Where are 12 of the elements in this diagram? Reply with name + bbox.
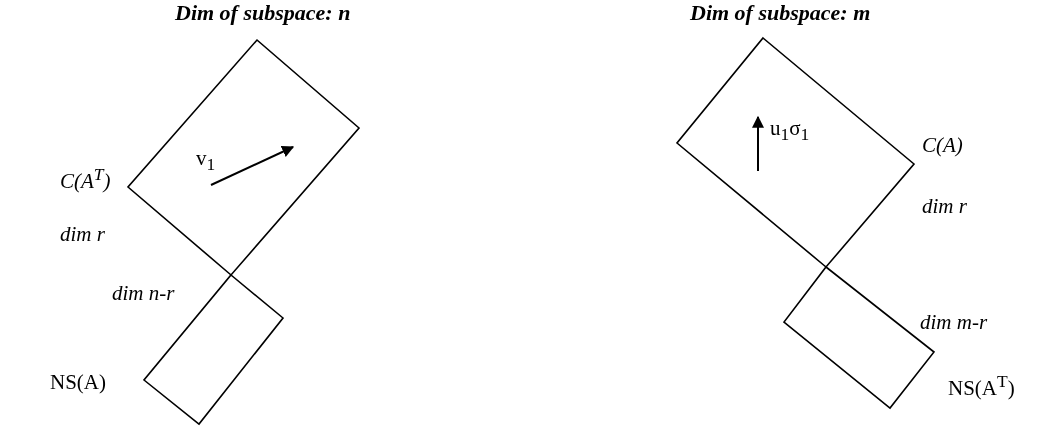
dimension-label: dim n-r: [112, 283, 175, 304]
subspace-label: NS(A$^{T}$): [948, 373, 1015, 399]
subspace-heading: Dim of subspace: m: [690, 2, 871, 24]
dimension-label: dim r: [922, 196, 967, 217]
subspace-label: C(A$^{T}$): [60, 166, 111, 192]
subspace-label: C(A): [922, 135, 963, 156]
dimension-label: dim r: [60, 224, 105, 245]
subspace-label: NS(A): [50, 372, 106, 393]
vector-label: u$_{1}$σ$_{1}$: [770, 118, 810, 144]
dimension-label: dim m-r: [920, 312, 988, 333]
vector-label: v$_{1}$: [196, 148, 216, 174]
subspace-heading: Dim of subspace: n: [175, 2, 351, 24]
